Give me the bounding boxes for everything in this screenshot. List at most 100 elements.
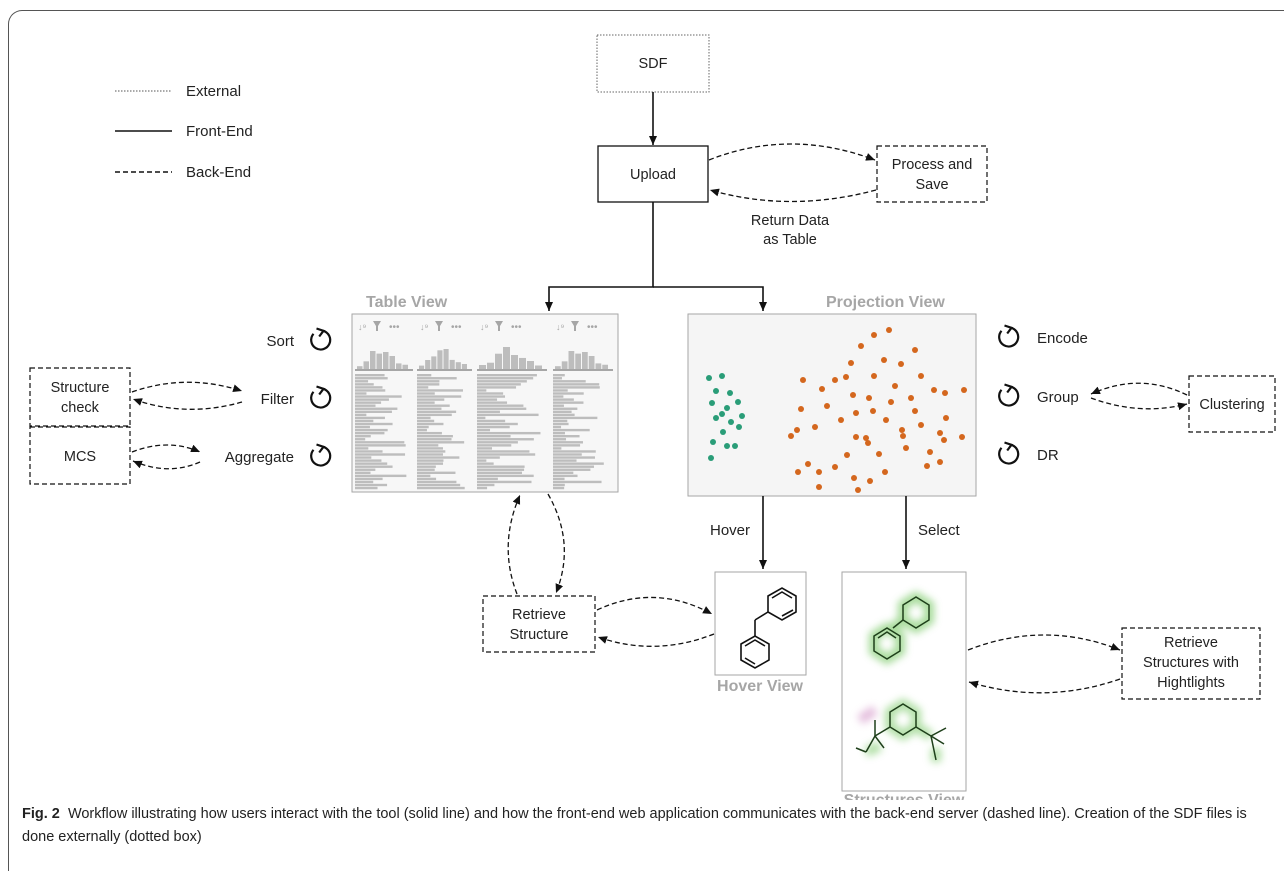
row-bar <box>417 456 460 459</box>
row-bar <box>477 380 527 383</box>
filter-funnel-icon <box>373 321 381 331</box>
row-bar <box>477 416 486 420</box>
row-bar <box>417 389 463 392</box>
encode-refresh-icon[interactable] <box>998 324 1020 348</box>
more-icon: ••• <box>389 322 400 333</box>
histogram-bar <box>363 361 369 369</box>
more-icon: ••• <box>511 322 522 333</box>
scatter-point-orange <box>871 332 877 338</box>
scatter-point-green <box>735 399 741 405</box>
histogram-bar <box>419 365 425 369</box>
row-bar <box>477 377 534 380</box>
row-bar <box>553 410 572 413</box>
scatter-point-orange <box>816 469 822 475</box>
scatter-point-orange <box>853 410 859 416</box>
row-bar <box>553 428 590 432</box>
hover-to-retrieve-arrow <box>597 633 715 647</box>
filter-label: Filter <box>261 391 294 408</box>
row-bar <box>477 407 527 410</box>
scatter-point-green <box>739 413 745 419</box>
upload-to-table-arrow <box>545 202 654 311</box>
row-bar <box>477 435 511 438</box>
row-bar <box>417 380 440 383</box>
row-bar <box>355 480 374 484</box>
scatter-point-green <box>713 388 719 394</box>
scatter-point-orange <box>924 463 930 469</box>
row-bar <box>553 407 578 410</box>
retrieve-to-structures-arrow <box>968 678 1121 694</box>
row-bar <box>553 477 565 481</box>
histogram-bar <box>595 363 602 369</box>
row-bar <box>355 474 407 478</box>
filter-funnel-icon <box>571 321 579 331</box>
scatter-point-orange <box>824 403 830 409</box>
scatter-point-green <box>708 455 714 461</box>
dr-refresh-icon[interactable] <box>998 441 1020 465</box>
row-bar <box>553 380 586 383</box>
row-bar <box>417 398 445 401</box>
retrieve-structure-box <box>482 595 596 653</box>
upload-box <box>597 145 709 203</box>
scatter-point-green <box>713 415 719 421</box>
row-bar <box>417 392 435 395</box>
row-bar <box>477 386 517 389</box>
scatter-point-orange <box>881 357 887 363</box>
sort-label: Sort <box>266 333 294 350</box>
scatter-point-orange <box>800 377 806 383</box>
row-bar <box>477 404 524 407</box>
row-bar <box>553 474 578 478</box>
row-bar <box>553 486 565 490</box>
row-bar <box>355 431 385 435</box>
row-bar <box>355 462 388 465</box>
histogram-bar <box>376 353 382 369</box>
row-bar <box>417 386 429 389</box>
scatter-point-orange <box>863 435 869 441</box>
group-refresh-icon[interactable] <box>998 383 1020 407</box>
sort-refresh-icon[interactable] <box>310 327 332 351</box>
filter-refresh-icon[interactable] <box>310 385 332 409</box>
table-view-headers: ↓⁹•••↓⁹•••↓⁹•••↓⁹••• <box>355 321 613 371</box>
row-bar <box>477 383 521 386</box>
histogram-bar <box>461 364 467 369</box>
row-bar <box>477 465 525 468</box>
scatter-point-orange <box>805 461 811 467</box>
row-bar <box>355 483 388 487</box>
row-bar <box>417 428 427 432</box>
sort-glyph-icon: ↓⁹ <box>358 322 367 332</box>
caption-label: Fig. 2 <box>22 806 60 822</box>
scatter-point-green <box>724 405 730 411</box>
aggregate-refresh-icon[interactable] <box>310 443 332 467</box>
return-data-label-2: as Table <box>763 232 817 248</box>
retrieve-highlights-label-3: Hightlights <box>1157 675 1225 691</box>
scatter-point-orange <box>850 392 856 398</box>
process-save-box <box>876 145 988 203</box>
row-bar <box>477 468 525 471</box>
scatter-point-orange <box>918 422 924 428</box>
workflow-diagram: External Front-End Back-End SDF Upload P… <box>29 34 1276 800</box>
row-bar <box>417 483 461 487</box>
scatter-point-orange <box>838 417 844 423</box>
row-bar <box>477 401 508 404</box>
scatter-point-orange <box>918 373 924 379</box>
encode-label: Encode <box>1037 330 1088 347</box>
row-bar <box>355 465 393 468</box>
row-bar <box>553 459 577 462</box>
scatter-point-orange <box>912 408 918 414</box>
row-bar <box>355 447 369 450</box>
row-bar <box>553 374 565 377</box>
row-bar <box>477 398 498 401</box>
row-bar <box>477 438 534 441</box>
retrieve-to-hover-arrow <box>596 596 713 615</box>
structure-check-box <box>29 367 131 427</box>
row-bar <box>477 444 512 447</box>
scatter-point-orange <box>867 478 873 484</box>
histogram-bar <box>389 356 395 369</box>
scatter-point-orange <box>876 451 882 457</box>
row-bar <box>355 456 372 459</box>
row-bar <box>355 428 388 432</box>
row-bar <box>355 377 388 380</box>
row-bar <box>477 441 518 444</box>
scatter-point-green <box>727 390 733 396</box>
mcs-to-aggregate-arrow <box>131 444 201 453</box>
scatter-point-orange <box>851 475 857 481</box>
